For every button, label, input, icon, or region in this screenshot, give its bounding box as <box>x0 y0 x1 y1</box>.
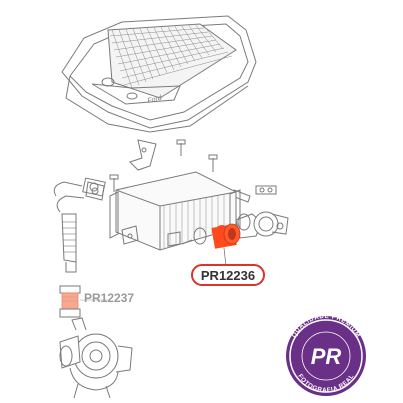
bolt <box>109 174 119 192</box>
intercooler <box>109 171 241 251</box>
left-intake-pipe <box>53 177 106 273</box>
hose-clamp <box>181 213 251 245</box>
callout-pr12236: PR12236 <box>191 264 265 286</box>
clip <box>255 185 277 195</box>
leader-line <box>223 247 227 267</box>
quality-seal: QUALIDADE PREMIUM FOTOGRAFIA REAL PR <box>286 313 366 396</box>
throttle-body <box>235 211 289 239</box>
bracket <box>129 139 157 171</box>
part-number-pr12236: PR12236 <box>201 268 255 283</box>
part-number-pr12237: PR12237 <box>84 291 134 305</box>
fasteners <box>85 139 277 203</box>
bolt <box>176 139 186 156</box>
bolt <box>208 154 218 172</box>
engine-cover <box>61 15 257 133</box>
secondary-hose <box>59 285 108 318</box>
turbocharger <box>59 317 133 399</box>
seal-monogram: PR <box>311 344 342 369</box>
cover-brand-text: Ford <box>147 94 164 105</box>
cover-grille <box>107 23 237 99</box>
sensor <box>121 225 181 247</box>
intercooler-hose-highlighted <box>211 223 241 249</box>
